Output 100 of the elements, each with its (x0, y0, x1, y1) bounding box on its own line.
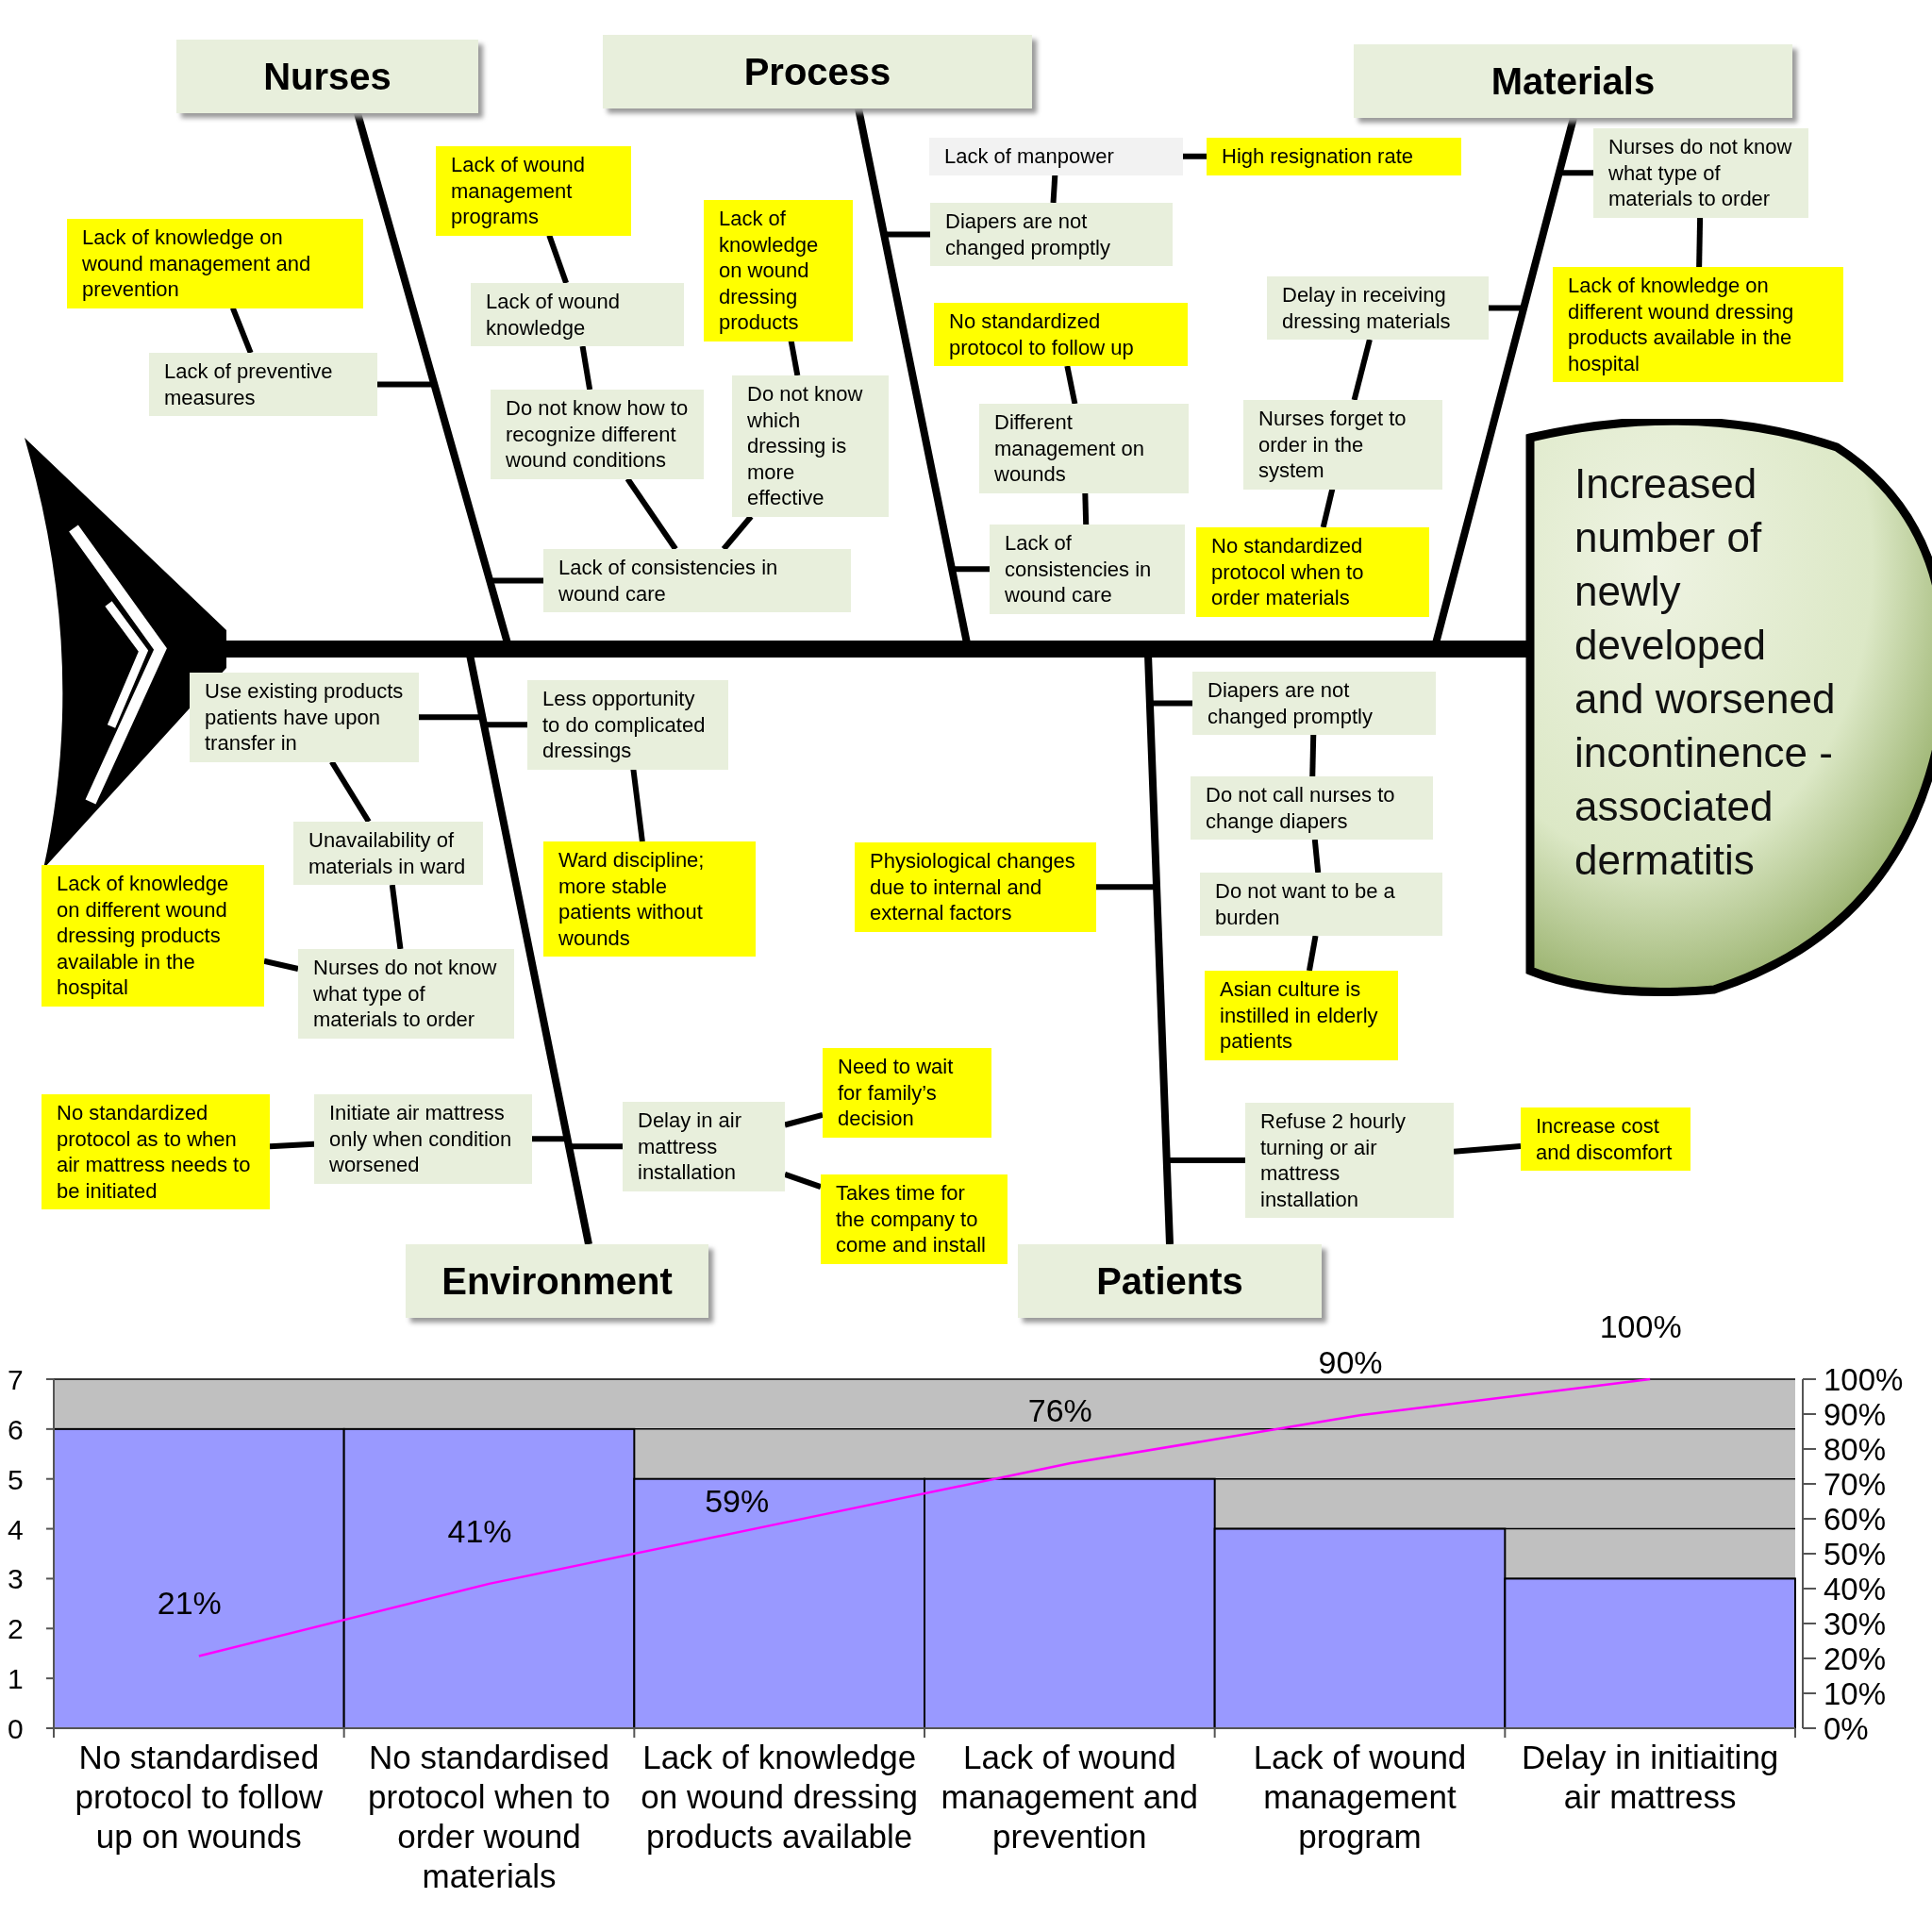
axis-tick-label: 70% (1824, 1467, 1887, 1502)
root-cause-box: Ward discipline; more stable patients without wounds (543, 841, 756, 957)
cause-box: Do not want to be a burden (1200, 873, 1442, 936)
connector-line (490, 577, 543, 584)
axis-tick-label: 40% (1824, 1572, 1887, 1607)
axis-tick-label: 100% (1824, 1362, 1904, 1397)
category-label: No standardised protocol when to order wound materials (367, 1738, 611, 1896)
axis-tick-label: 30% (1824, 1607, 1887, 1641)
root-cause-box: Lack of knowledge on wound dressing products (704, 200, 853, 341)
axis-tick-label: 6 (8, 1413, 24, 1445)
category-header: Nurses (176, 40, 478, 113)
data-label: 100% (1599, 1308, 1682, 1344)
connector-line (1320, 488, 1336, 528)
cause-box: Unavailability of materials in ward (293, 822, 483, 885)
connector-line (1306, 935, 1319, 972)
root-cause-box: Takes time for the company to come and install (821, 1174, 1008, 1264)
connector-line (230, 307, 254, 355)
root-cause-box: Lack of wound management programs (436, 146, 631, 236)
axis-tick-label: 4 (8, 1513, 24, 1545)
axis-tick-label: 20% (1824, 1641, 1887, 1676)
connector-line (788, 340, 801, 376)
data-label: 21% (157, 1585, 222, 1622)
connector-line (1696, 217, 1704, 268)
category-header: Environment (406, 1244, 708, 1318)
cause-box: Lack of consistencies in wound care (990, 525, 1185, 614)
cause-box: Initiate air mattress only when condition worsened (314, 1094, 532, 1184)
cause-box: Delay in receiving dressing materials (1267, 276, 1489, 340)
connector-line (546, 234, 569, 284)
connector-line (579, 345, 593, 391)
connector-line (884, 231, 930, 238)
cause-box: Delay in air mattress installation (623, 1102, 785, 1191)
connector-line (625, 476, 678, 551)
root-cause-box: No standardized protocol to follow up (934, 303, 1188, 366)
cause-box: Diapers are not changed promptly (1192, 672, 1436, 735)
root-cause-box: Lack of knowledge on different wound dressing products available in the hospital (42, 865, 264, 1007)
root-cause-box: Physiological changes due to internal and external factors (855, 842, 1096, 932)
axis-tick-label: 2 (8, 1613, 24, 1645)
category-header: Process (603, 35, 1032, 108)
axis-tick-label: 7 (8, 1364, 24, 1395)
connector-line (569, 1143, 623, 1150)
root-cause-box: No standardized protocol when to order materials (1196, 527, 1429, 617)
effect-head: Increased number of newly developed and worsened incontinence -associated dermatitis (1525, 419, 1932, 998)
data-label: 90% (1318, 1344, 1383, 1381)
category-header: Materials (1354, 44, 1792, 118)
connector-line (269, 1141, 315, 1150)
category-label: No standardised protocol to follow up on wounds (74, 1738, 325, 1857)
category-label: Lack of knowledge on wound dressing products available (640, 1738, 920, 1857)
connector-line (1351, 339, 1373, 401)
root-cause-box: Asian culture is instilled in elderly patients (1205, 971, 1398, 1060)
cause-box: Use existing products patients have upon transfer in (190, 673, 419, 762)
cause-box: Lack of wound knowledge (471, 283, 684, 346)
category-label: Lack of wound management program (1252, 1738, 1468, 1857)
axis-tick-label: 10% (1824, 1676, 1887, 1711)
axis-tick-label: 0% (1824, 1711, 1869, 1746)
connector-line (1064, 365, 1078, 405)
cause-box: Do not know how to recognize different wound conditions (491, 390, 704, 479)
cause-box: Lack of consistencies in wound care (543, 549, 851, 612)
connector-line (1183, 153, 1207, 159)
connector-line (1453, 1142, 1522, 1155)
category-label: Lack of wound management and prevention (940, 1738, 1200, 1857)
category-label: Delay in initiaiting air mattress (1520, 1738, 1780, 1817)
connector-line (377, 381, 435, 388)
axis-tick-label: 1 (8, 1663, 24, 1695)
connector-line (263, 958, 299, 972)
connector-line (1309, 734, 1317, 777)
connector-line (1082, 492, 1090, 525)
connector-line (329, 759, 372, 824)
cause-box: Lack of preventive measures (149, 353, 377, 416)
root-cause-box: Increase cost and discomfort (1521, 1107, 1690, 1171)
cause-box: Nurses do not know what type of materials to order (298, 949, 514, 1039)
data-label: 76% (1027, 1392, 1092, 1429)
data-label: 41% (447, 1512, 512, 1549)
category-header: Patients (1018, 1244, 1322, 1318)
connector-line (1050, 175, 1058, 204)
cause-box: Do not call nurses to change diapers (1191, 776, 1433, 840)
connector-line (389, 884, 404, 950)
cause-box: Nurses do not know what type of materials to order (1593, 128, 1808, 218)
cause-box: Refuse 2 hourly turning or air mattress installation (1245, 1103, 1454, 1218)
connector-line (784, 1112, 824, 1128)
cause-box: Lack of manpower (929, 138, 1183, 175)
axis-tick-label: 60% (1824, 1502, 1887, 1537)
connector-line (721, 514, 754, 551)
root-cause-box: High resignation rate (1207, 138, 1461, 175)
axis-tick-label: 3 (8, 1563, 24, 1595)
connector-line (952, 566, 990, 573)
root-cause-box: Lack of knowledge on different wound dressing products available in the hospital (1553, 267, 1843, 382)
data-label: 59% (705, 1483, 770, 1520)
axis-tick-label: 90% (1824, 1397, 1887, 1432)
axis-tick-label: 50% (1824, 1537, 1887, 1572)
root-cause-box: Need to wait for family’s decision (823, 1048, 991, 1138)
axis-tick-label: 80% (1824, 1432, 1887, 1467)
connector-line (1311, 839, 1322, 874)
connector-line (630, 769, 645, 842)
axis-tick-label: 0 (8, 1713, 24, 1744)
connector-line (784, 1172, 822, 1190)
cause-box: Do not know which dressing is more effective (732, 375, 889, 517)
root-cause-box: No standardized protocol as to when air mattress needs to be initiated (42, 1094, 270, 1209)
cause-box: Nurses forget to order in the system (1243, 400, 1442, 490)
root-cause-box: Lack of knowledge on wound management and prevention (67, 219, 363, 308)
cause-box: Diapers are not changed promptly (930, 203, 1173, 266)
